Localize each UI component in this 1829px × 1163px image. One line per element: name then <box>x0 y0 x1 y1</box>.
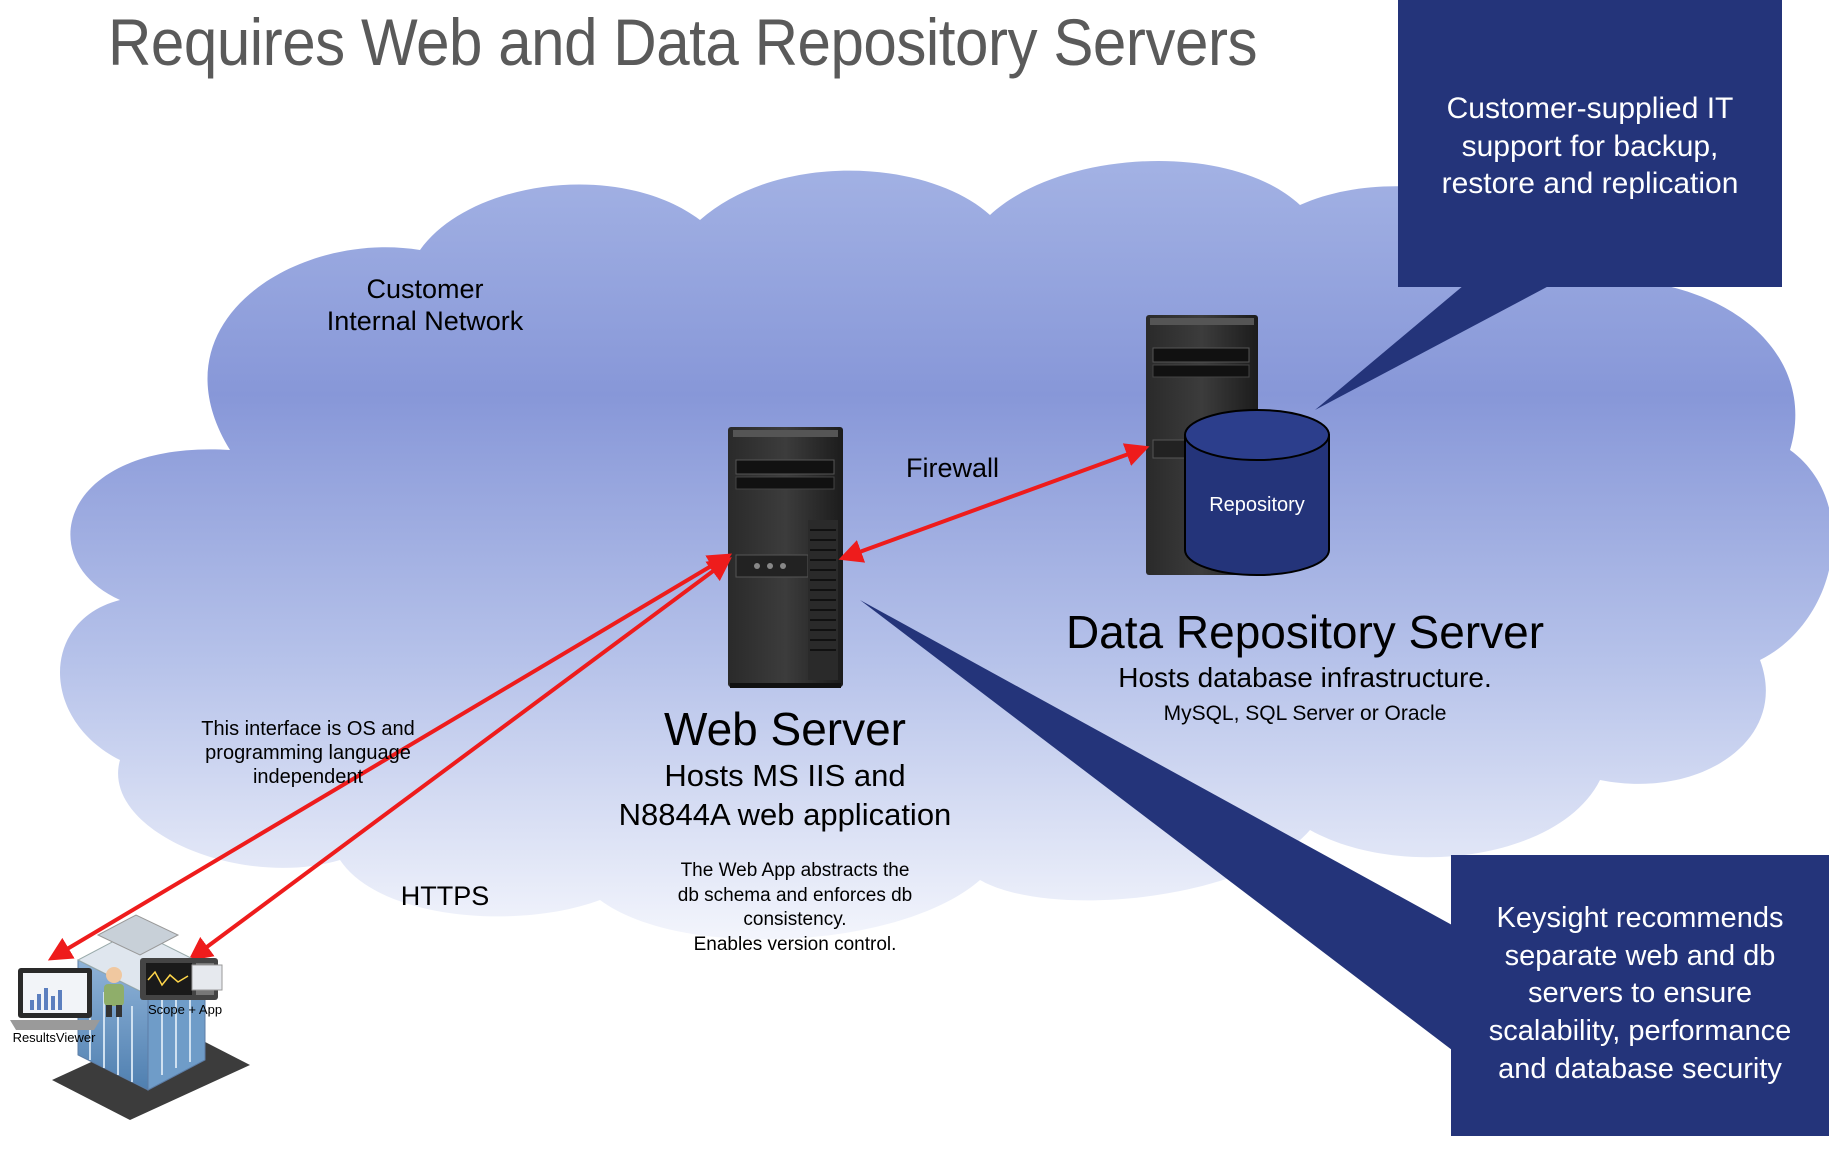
callout-bottom-line5: and database security <box>1498 1052 1782 1085</box>
scope-app-label: Scope + App <box>147 1002 223 1017</box>
callout-bottom-pointer <box>860 600 1452 1050</box>
repository-database-icon <box>1184 409 1330 576</box>
callout-top-text: Customer-supplied IT support for backup,… <box>1398 90 1782 203</box>
network-label-line2: Internal Network <box>326 306 524 337</box>
interface-note: This interface is OS and programming lan… <box>168 717 448 789</box>
page-title: Requires Web and Data Repository Servers <box>108 5 1258 79</box>
web-server-desc-line2: N8844A web application <box>618 797 952 833</box>
repository-label: Repository <box>1209 494 1305 516</box>
callout-bottom-box <box>1451 855 1829 1136</box>
data-repository-db-list: MySQL, SQL Server or Oracle <box>1163 702 1447 725</box>
web-app-note-line2: db schema and enforces db <box>677 884 913 906</box>
callout-bottom-line2: separate web and db <box>1504 939 1776 972</box>
interface-note-line3: independent <box>252 766 364 788</box>
web-server-name: Web Server <box>663 703 907 755</box>
data-repository-server-description: Hosts database infrastructure. <box>1118 662 1492 693</box>
user-person-icon <box>104 967 124 1017</box>
network-label-line1: Customer <box>366 274 484 304</box>
callout-bottom-line4: scalability, performance <box>1488 1015 1792 1048</box>
interface-note-line1: This interface is OS and <box>201 718 415 740</box>
callout-bottom-line3: servers to ensure <box>1527 977 1753 1010</box>
data-repository-server-name: Data Repository Server <box>1065 606 1545 658</box>
callout-top-box <box>1398 0 1782 287</box>
firewall-label: Firewall <box>905 453 999 483</box>
web-app-note-line1: The Web App abstracts the <box>680 860 910 881</box>
web-app-note-line3: consistency. <box>743 909 847 931</box>
callout-top-line3: restore and replication <box>1441 167 1739 200</box>
web-server-desc-line1: Hosts MS IIS and <box>664 758 906 793</box>
callout-top-line2: support for backup, <box>1461 129 1719 163</box>
callout-bottom-text: Keysight recommends separate web and db … <box>1451 900 1829 1088</box>
oscilloscope-icon <box>140 958 223 1000</box>
firewall-connection-arrow <box>838 443 1150 563</box>
callout-top-pointer <box>1315 280 1560 410</box>
interface-note-line2: programming language <box>205 742 411 764</box>
callout-bottom-line1: Keysight recommends <box>1496 902 1784 934</box>
https-label: HTTPS <box>400 881 490 911</box>
network-label: Customer Internal Network <box>300 273 550 338</box>
web-server-icon <box>728 427 843 688</box>
web-app-note: The Web App abstracts the db schema and … <box>620 859 970 958</box>
results-viewer-label: ResultsViewer <box>12 1030 96 1045</box>
web-server-description: Hosts MS IIS and N8844A web application <box>560 756 1010 835</box>
laptop-icon <box>10 968 100 1030</box>
web-app-note-line4: Enables version control. <box>693 934 897 956</box>
callout-top-line1: Customer-supplied IT <box>1446 92 1734 125</box>
https-connection-arrow-2 <box>188 557 732 961</box>
